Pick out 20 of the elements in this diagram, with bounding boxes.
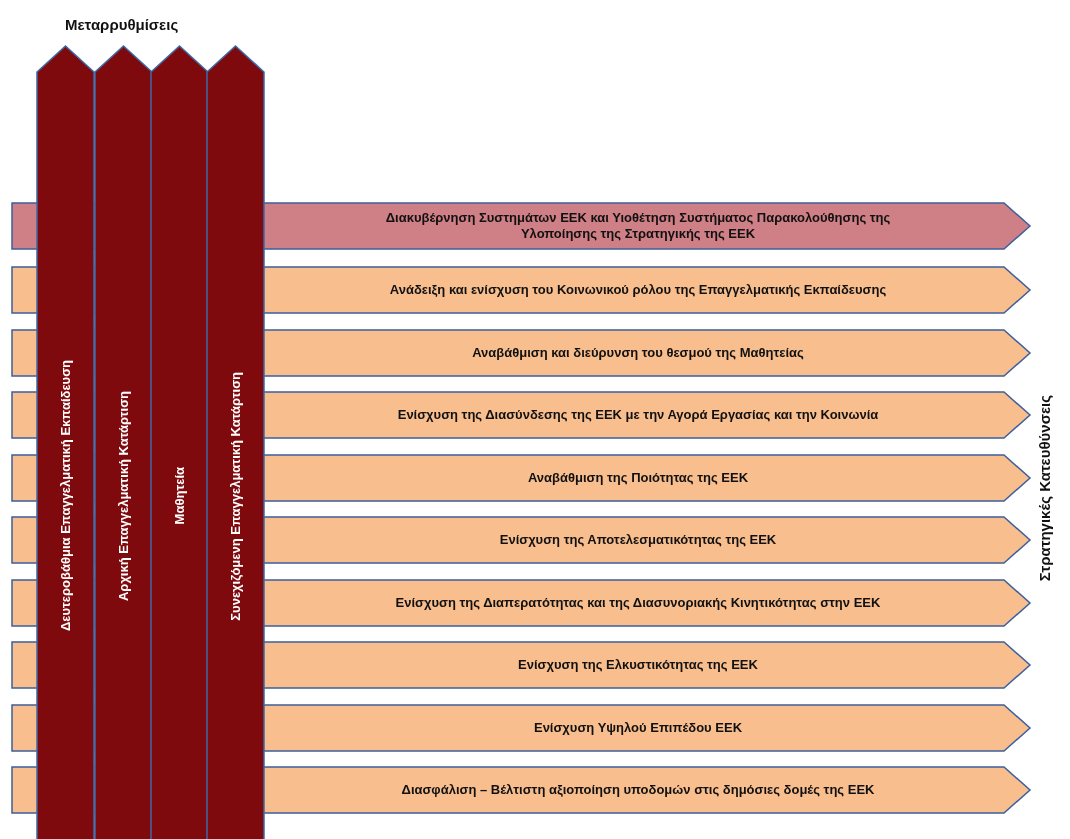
reform-label: Αρχική Επαγγελματική Κατάρτιση (116, 390, 131, 601)
column-heading: Μεταρρυθμίσεις (65, 16, 179, 33)
strategy-label: Ενίσχυση της Αποτελεσματικότητας της ΕΕΚ (499, 531, 777, 549)
strategy-label: Ενίσχυση Υψηλού Επιπέδου ΕΕΚ (533, 719, 743, 737)
strategy-label: Αναβάθμιση της Ποιότητας της ΕΕΚ (527, 469, 749, 487)
strategy-label: Ενίσχυση της Διαπερατότητας και της Διασυνοριακής Κινητικότητας στην ΕΕΚ (395, 594, 881, 612)
reform-column (37, 46, 94, 839)
strategy-label: Διασφάλιση – Βέλτιστη αξιοποίηση υποδομών στις δημόσιες δομές της ΕΕΚ (401, 781, 875, 799)
strategy-label: Ενίσχυση της Ελκυστικότητας της ΕΕΚ (518, 656, 758, 674)
strategy-label: Διακυβέρνηση Συστημάτων ΕΕΚ και Υιοθέτηση Συστήματος Παρακολούθησης της Υλοποίησης της Στρατηγικής της ΕΕΚ (384, 209, 892, 243)
reform-column (151, 46, 208, 839)
reform-column (95, 46, 152, 839)
reform-label: Μαθητεία (172, 467, 187, 525)
strategy-label: Αναβάθμιση και διεύρυνση του θεσμού της Μαθητείας (472, 344, 804, 362)
reform-label: Δευτεροβάθμια Επαγγελματική Εκπαίδευση (58, 360, 73, 632)
strategy-label: Ανάδειξη και ενίσχυση του Κοινωνικού ρόλου της Επαγγελματικής Εκπαίδευσης (389, 281, 887, 299)
reform-column (207, 46, 264, 839)
reform-label: Συνεχιζόμενη Επαγγελματική Κατάρτιση (228, 371, 243, 621)
row-heading: Στρατηγικές Κατευθύνσεις (1036, 395, 1053, 582)
strategy-label: Ενίσχυση της Διασύνδεσης της ΕΕΚ με την Αγορά Εργασίας και την Κοινωνία (397, 406, 879, 424)
